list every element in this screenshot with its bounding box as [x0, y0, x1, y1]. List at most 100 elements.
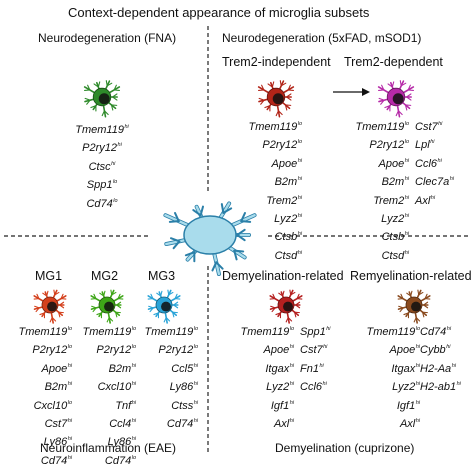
- cell-branch: [161, 291, 162, 296]
- expression-level: lo: [298, 139, 302, 145]
- expression-level: hi: [430, 139, 434, 145]
- cell-nucleus: [104, 302, 114, 312]
- cell-branch: [411, 291, 412, 296]
- expression-level: hi: [298, 213, 302, 219]
- expression-level: hi: [111, 161, 115, 167]
- cell-branch: [47, 291, 48, 296]
- expression-level: hi: [298, 158, 302, 164]
- cell-nucleus: [47, 302, 57, 312]
- gene-name: Tmem119: [145, 326, 194, 338]
- cell-branch: [92, 306, 97, 308]
- gene-name: Axl: [415, 195, 430, 207]
- cell-branch: [98, 82, 99, 87]
- gene-name: Tmem119: [75, 124, 124, 136]
- gene-entry: Spp1lo: [52, 175, 152, 193]
- microglia-shape: [150, 190, 270, 280]
- gene-name: Ctsc: [89, 161, 111, 173]
- gene-name: Lyz2: [381, 213, 404, 225]
- cell-branch: [283, 291, 284, 296]
- label-remyelination: Remyelination-related: [350, 270, 472, 283]
- expression-level: hi: [405, 158, 409, 164]
- gene-name: Apoe: [264, 344, 290, 356]
- gene-name: Fn1: [300, 363, 319, 375]
- expression-level: hi: [457, 381, 461, 387]
- gene-name: B2m: [275, 176, 298, 188]
- label-trem2-independent: Trem2-independent: [222, 56, 331, 69]
- cell-branch: [392, 82, 393, 87]
- gene-name: H2-Aa: [420, 363, 451, 375]
- gene-entry: Cxcl10hi: [66, 377, 136, 395]
- expression-level: hi: [438, 158, 442, 164]
- gene-name: Tmem119: [356, 121, 405, 133]
- gene-name: Cd74: [105, 455, 131, 467]
- label-trem2-dependent: Trem2-dependent: [344, 56, 443, 69]
- expression-level: hi: [323, 344, 327, 350]
- heading-5xfad: Neurodegeneration (5xFAD, mSOD1): [222, 32, 421, 44]
- expression-level: hi: [194, 381, 198, 387]
- cell-branch: [271, 306, 276, 308]
- gene-name: Cybb: [420, 344, 446, 356]
- gene-name: Tmem119: [241, 326, 290, 338]
- gene-name: P2ry12: [262, 139, 297, 151]
- expression-level: lo: [405, 121, 409, 127]
- gene-name: Axl: [400, 418, 415, 430]
- expression-level: hi: [446, 344, 450, 350]
- cell-branch: [399, 306, 404, 308]
- gene-name: Igf1: [271, 400, 289, 412]
- label-demyelination: Demyelination-related: [222, 270, 344, 283]
- gene-entry: B2mhi: [228, 172, 302, 190]
- gene-name: B2m: [382, 176, 405, 188]
- gene-name: Ctsd: [382, 250, 405, 262]
- gene-name: Tmem119: [367, 326, 416, 338]
- gene-entry: Cxcl10lo: [2, 396, 72, 414]
- expression-level: hi: [290, 381, 294, 387]
- gene-name: Lyz2: [266, 381, 289, 393]
- gene-entry: Lyz2hi: [346, 377, 420, 395]
- gene-name: Clec7a: [415, 176, 449, 188]
- gene-name: Apoe: [272, 158, 298, 170]
- expression-level: hi: [194, 363, 198, 369]
- gene-entry: B2mhi: [335, 172, 409, 190]
- gene-entry: Cd74lo: [52, 194, 152, 212]
- gene-entry: P2ry12lo: [66, 340, 136, 358]
- figure-title: Context-dependent appearance of microgli…: [68, 6, 369, 19]
- cell-soma: [184, 216, 236, 254]
- microglia-cell-mg3: [144, 285, 184, 325]
- gene-entry: Tmem119lo: [2, 322, 72, 340]
- gene-entry: Fn1hi: [300, 359, 350, 377]
- gene-name: Cst7: [45, 418, 68, 430]
- cell-branch: [241, 221, 250, 222]
- expression-level: lo: [194, 344, 198, 350]
- expression-level: hi: [405, 213, 409, 219]
- gene-name: Cxcl10: [34, 400, 68, 412]
- gene-entry: Axlhi: [220, 414, 294, 432]
- gene-entry: Apoehi: [2, 359, 72, 377]
- expression-level: hi: [323, 381, 327, 387]
- cell-branch: [85, 98, 90, 100]
- gene-entry: Clec7ahi: [415, 172, 471, 190]
- gene-entry: Lyz2hi: [220, 377, 294, 395]
- expression-level: lo: [113, 198, 117, 204]
- gene-entry: Cybbhi: [420, 340, 474, 358]
- expression-level: hi: [290, 400, 294, 406]
- gene-entry: Ctsshi: [128, 396, 198, 414]
- label-mg2: MG2: [91, 270, 118, 283]
- gene-name: Trem2: [373, 195, 404, 207]
- expression-level: lo: [298, 121, 302, 127]
- trem2-arrow-head: [362, 88, 370, 96]
- gene-entry: Cst7hi: [415, 117, 471, 135]
- gene-entry: Ccl4hi: [66, 414, 136, 432]
- cell-nucleus: [99, 93, 110, 104]
- gene-name: Ccl6: [415, 158, 437, 170]
- cell-nucleus: [273, 93, 284, 104]
- gene-name: Itgax: [265, 363, 289, 375]
- cell-branch: [170, 221, 179, 222]
- gene-entry: Apoehi: [346, 340, 420, 358]
- expression-level: lo: [194, 326, 198, 332]
- microglia-cell-trem2-dependent: [374, 75, 418, 119]
- cell-branch: [54, 290, 55, 295]
- gene-entry: Ccl5hi: [128, 359, 198, 377]
- gene-name: Spp1: [300, 326, 326, 338]
- gene-entry: Ccl6hi: [300, 377, 350, 395]
- cell-branch: [234, 251, 243, 252]
